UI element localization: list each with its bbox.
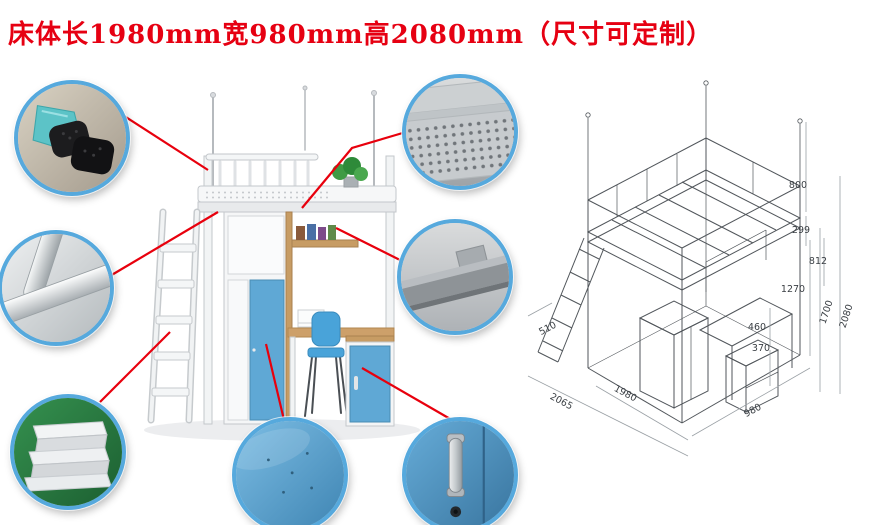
beam-detail-image: [401, 223, 509, 331]
dimension-lines: [527, 122, 841, 457]
dimension-label: 299: [792, 225, 810, 236]
drawing-cabinet: [638, 300, 710, 409]
callout-line: [361, 367, 453, 421]
drawing-desk: [698, 229, 794, 400]
foot-pad-detail-image: [18, 84, 126, 192]
desktop: [287, 327, 395, 338]
guardrail: [205, 153, 319, 188]
callout-line: [301, 130, 407, 209]
side-cabinet: [345, 335, 395, 427]
panel-surface-detail-image: [236, 421, 344, 525]
dimension-label: 510: [537, 320, 558, 338]
callout-line: [264, 343, 286, 421]
callout-foot-pads: [14, 80, 130, 196]
dimension-label: 2065: [548, 391, 575, 412]
upper-bunk-deck: [197, 185, 397, 213]
ladder-step-detail-image: [14, 398, 122, 506]
door-handle-detail-image: [406, 421, 514, 525]
dimension-drawing: [527, 80, 841, 457]
dimension-label: 370: [752, 343, 770, 354]
dimension-label: 1270: [781, 284, 805, 295]
page-title: 床体长1980mm宽980mm高2080mm（尺寸可定制）: [8, 20, 714, 50]
dimension-label: 800: [789, 180, 807, 191]
perforated-panel-detail-image: [406, 78, 514, 186]
callout-beam: [397, 219, 513, 335]
frame-tube-detail-image: [2, 234, 110, 342]
callout-line: [117, 111, 209, 171]
dimension-label: 812: [809, 256, 827, 267]
dimension-label: 1980: [612, 383, 639, 404]
drawing-small-cabinet: [724, 339, 780, 413]
callout-line: [335, 227, 401, 261]
callout-line: [109, 211, 219, 277]
callout-frame-tube: [0, 230, 114, 346]
dimension-label: 460: [748, 322, 766, 333]
drawing-ladder: [537, 237, 605, 363]
plant: [332, 157, 368, 188]
callout-line: [99, 331, 171, 403]
callout-panel-surface: [232, 417, 348, 525]
callout-perforated-panel: [402, 74, 518, 190]
callout-connector-lines: [99, 111, 453, 421]
ladder: [147, 208, 201, 424]
callout-door-handle: [402, 417, 518, 525]
dimension-labels: 800 299 812 1270 1700 2080 460 370 510 2…: [537, 180, 855, 420]
chair: [304, 311, 348, 417]
callout-ladder-steps: [10, 394, 126, 510]
